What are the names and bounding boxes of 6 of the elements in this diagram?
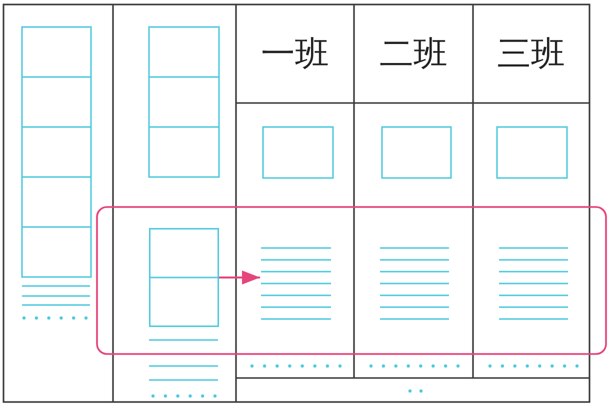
column-heading: 一班 bbox=[261, 37, 329, 71]
ruled-lines bbox=[260, 247, 331, 320]
column-heading: 三班 bbox=[497, 37, 565, 71]
frame-box bbox=[149, 228, 219, 327]
arrow bbox=[219, 270, 260, 284]
column-heading: 二班 bbox=[380, 37, 448, 71]
